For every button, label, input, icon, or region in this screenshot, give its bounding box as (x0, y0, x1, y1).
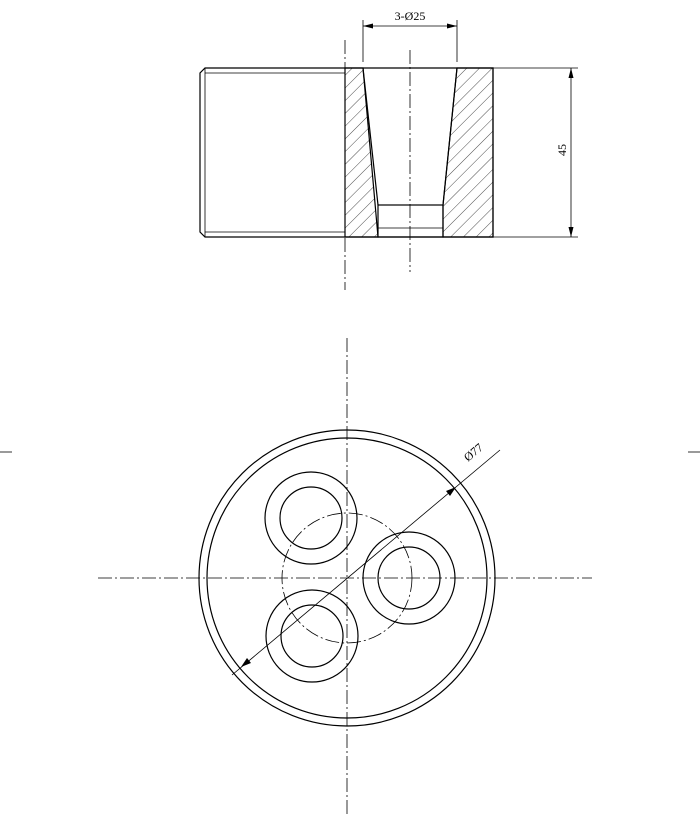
bore-right-edge (442, 67, 458, 206)
plan-view: Ø77 (0, 338, 700, 815)
hole-1 (264, 471, 358, 565)
dimension-diameter: Ø77 (231, 440, 501, 676)
bore-step (377, 204, 444, 238)
diameter-label: Ø77 (461, 440, 486, 464)
dimension-height: 45 (493, 67, 578, 238)
height-label: 45 (555, 144, 569, 156)
section-view: 3-Ø25 45 (199, 9, 578, 290)
section-hatch-left (344, 67, 379, 238)
hole-3 (265, 589, 359, 683)
dimension-hole-callout: 3-Ø25 (362, 9, 458, 62)
section-hatch-right (442, 67, 494, 238)
bore-left-edge (362, 67, 379, 206)
hole-callout-label: 3-Ø25 (395, 9, 426, 23)
